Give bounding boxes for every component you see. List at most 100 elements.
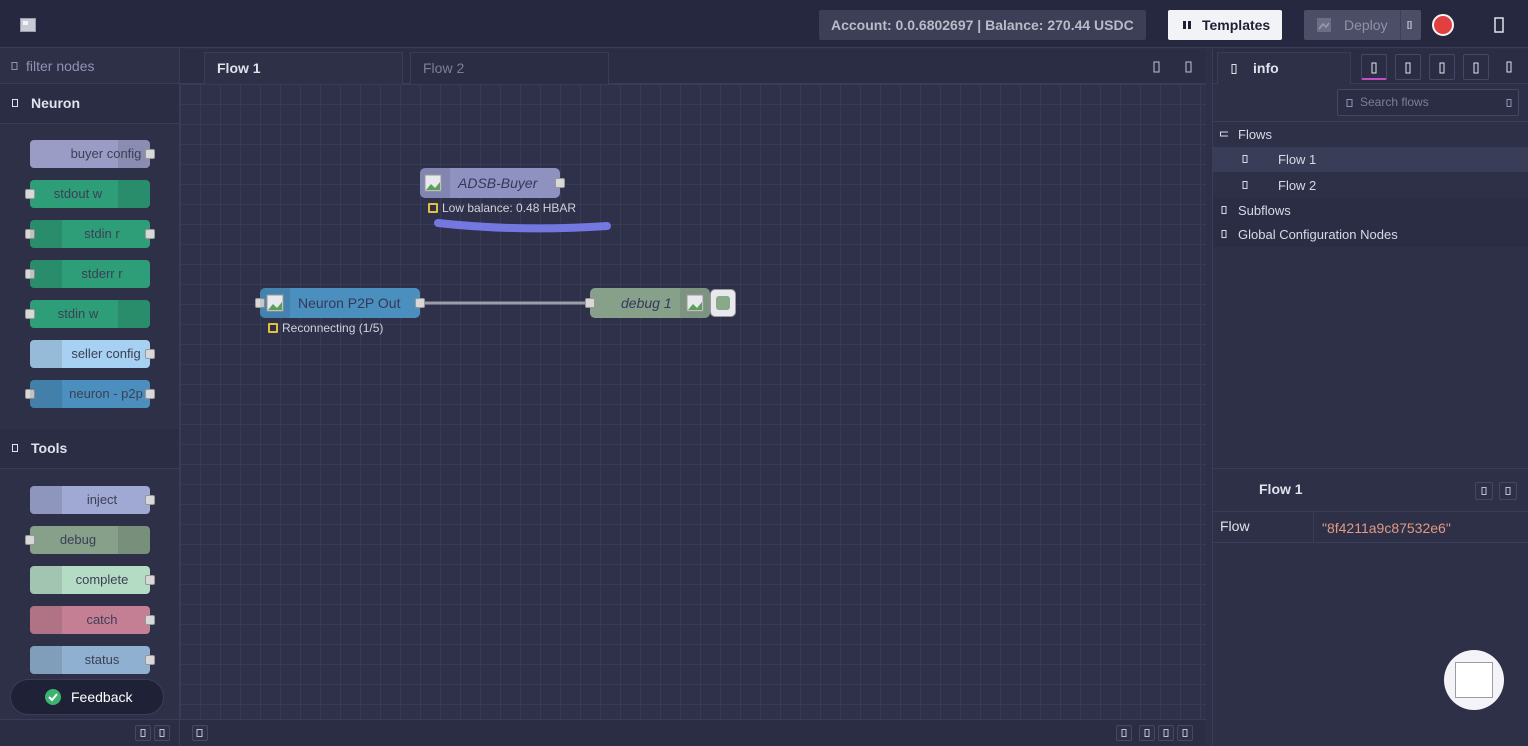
search-node-button[interactable] [1499, 482, 1517, 500]
debug-toggle-indicator [716, 296, 730, 310]
navigator-button[interactable] [1177, 725, 1193, 741]
reveal-button[interactable] [1475, 482, 1493, 500]
node-label: debug 1 [621, 295, 672, 311]
palette-node-seller-config[interactable]: seller config [30, 340, 155, 368]
tab-info[interactable]: info [1217, 52, 1351, 84]
flow-node-debug-1[interactable]: debug 1 [585, 288, 710, 318]
help-tab-button[interactable] [1395, 54, 1421, 80]
expand-all-button[interactable] [154, 725, 170, 741]
deploy-menu-caret-icon[interactable] [1406, 21, 1414, 29]
flow-list-icon[interactable] [1182, 60, 1196, 74]
input-port[interactable] [25, 309, 35, 319]
link-wire[interactable] [434, 219, 611, 233]
property-value[interactable]: "8f4211a9c87532e6" [1322, 520, 1451, 536]
status-ring-icon [428, 203, 438, 213]
info-tab-button[interactable] [1361, 54, 1387, 80]
assistant-fab-button[interactable] [1444, 650, 1504, 710]
output-port[interactable] [555, 178, 565, 188]
zoom-out-icon [1121, 729, 1127, 737]
templates-icon [1183, 21, 1191, 29]
output-port[interactable] [145, 229, 155, 239]
output-port[interactable] [145, 655, 155, 665]
palette-node-stdin-r[interactable]: stdin r [25, 220, 155, 248]
deploy-icon [1317, 18, 1331, 32]
info-icon [1231, 64, 1237, 74]
node-label: seller config [71, 346, 141, 361]
deploy-button[interactable]: Deploy [1304, 10, 1421, 40]
palette-node-stdin-w[interactable]: stdin w [25, 300, 150, 328]
palette-node-catch[interactable]: catch [30, 606, 155, 634]
zoom-in-button[interactable] [1158, 725, 1174, 741]
chevron-down-icon [12, 444, 18, 452]
image-icon [424, 174, 442, 192]
tree-item-flow-2[interactable]: Flow 2 [1213, 173, 1528, 198]
tree-group-global-config[interactable]: Global Configuration Nodes [1213, 222, 1528, 247]
output-port[interactable] [145, 149, 155, 159]
palette-footer [0, 719, 180, 746]
templates-button[interactable]: Templates [1168, 10, 1282, 40]
status-text: Reconnecting (1/5) [282, 321, 384, 335]
input-port[interactable] [25, 389, 35, 399]
node-label: neuron - p2p [69, 386, 143, 401]
output-port[interactable] [415, 298, 425, 308]
node-label: catch [86, 612, 118, 627]
zoom-reset-button[interactable] [1139, 725, 1155, 741]
workspace-footer [180, 719, 1206, 746]
tab-flow-2[interactable]: Flow 2 [410, 52, 609, 84]
palette-node-stdout-w[interactable]: stdout w [25, 180, 150, 208]
category-label: Tools [31, 440, 68, 456]
search-workspace-button[interactable] [192, 725, 208, 741]
palette-node-debug[interactable]: debug [25, 526, 150, 554]
minus-square-icon [1220, 131, 1228, 137]
category-neuron[interactable]: Neuron [0, 84, 179, 124]
output-port[interactable] [145, 495, 155, 505]
info-icon [1371, 62, 1377, 74]
tree-item-flow-1[interactable]: Flow 1 [1213, 147, 1528, 172]
palette-node-neuron-p2p[interactable]: neuron - p2p [25, 380, 155, 408]
config-tab-button[interactable] [1463, 54, 1489, 80]
input-port[interactable] [25, 229, 35, 239]
tab-flow-1[interactable]: Flow 1 [204, 52, 403, 84]
palette-node-buyer-config[interactable]: buyer config [30, 140, 155, 168]
search-flows-input[interactable]: Search flows [1337, 89, 1519, 116]
tree-group-flows[interactable]: Flows [1213, 122, 1528, 147]
output-port[interactable] [145, 575, 155, 585]
palette-node-inject[interactable]: inject [30, 486, 155, 514]
palette-node-complete[interactable]: complete [30, 566, 155, 594]
filter-nodes-input[interactable]: filter nodes [0, 49, 179, 84]
status-text: Low balance: 0.48 HBAR [442, 201, 577, 215]
hamburger-menu-icon[interactable] [1494, 17, 1504, 33]
node-label: complete [75, 572, 129, 587]
debug-tab-button[interactable] [1429, 54, 1455, 80]
input-port[interactable] [585, 298, 595, 308]
node-icon [30, 566, 62, 594]
input-port[interactable] [25, 189, 35, 199]
node-icon-box [420, 168, 450, 198]
search-flows-bar: Search flows [1213, 84, 1528, 122]
flow-node-adsb-buyer[interactable]: ADSB-Buyer [420, 168, 565, 198]
tree-group-subflows[interactable]: Subflows [1213, 198, 1528, 223]
palette-node-status[interactable]: status [30, 646, 155, 674]
palette-node-stderr-r[interactable]: stderr r [25, 260, 150, 288]
add-flow-icon[interactable] [1150, 60, 1164, 74]
sidebar-menu-button[interactable] [1497, 54, 1523, 80]
clear-icon[interactable] [1506, 99, 1512, 107]
flow-canvas[interactable]: ADSB-Buyer Low balance: 0.48 HBAR Neuron… [180, 84, 1206, 719]
tree-label: Global Configuration Nodes [1238, 227, 1398, 242]
node-label: inject [86, 492, 118, 507]
tab-info-label: info [1253, 60, 1279, 76]
output-port[interactable] [145, 349, 155, 359]
collapse-all-button[interactable] [135, 725, 151, 741]
zoom-out-button[interactable] [1116, 725, 1132, 741]
debug-toggle-button[interactable] [710, 289, 736, 317]
input-port[interactable] [255, 298, 265, 308]
output-port[interactable] [145, 389, 155, 399]
input-port[interactable] [25, 535, 35, 545]
input-port[interactable] [25, 269, 35, 279]
category-tools[interactable]: Tools [0, 429, 179, 469]
bug-icon [1439, 62, 1445, 74]
feedback-button[interactable]: Feedback [10, 679, 164, 715]
output-port[interactable] [145, 615, 155, 625]
flow-node-neuron-p2p-out[interactable]: Neuron P2P Out [255, 288, 425, 318]
record-icon[interactable] [1432, 14, 1454, 36]
